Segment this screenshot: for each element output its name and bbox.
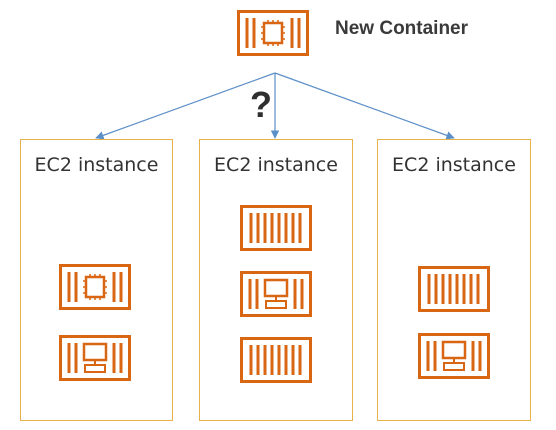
plain-container-icon [240, 205, 312, 251]
arrow-to-instance-1 [95, 72, 276, 140]
monitor-container-icon [59, 335, 131, 381]
monitor-container-icon [418, 333, 490, 379]
question-mark: ? [250, 84, 272, 125]
ec2-instance-label: EC2 instance [214, 154, 338, 176]
plain-container-icon [240, 337, 312, 383]
new-container-title: New Container [335, 18, 469, 39]
new-container-chip-icon [237, 10, 309, 56]
ec2-instance-label: EC2 instance [34, 154, 159, 176]
plain-container-icon [418, 266, 490, 312]
monitor-container-icon [240, 271, 312, 317]
arrow-to-instance-3 [274, 72, 455, 140]
ec2-instance-box-3: EC2 instance [377, 139, 531, 421]
ec2-instance-label: EC2 instance [392, 154, 516, 176]
chip-container-icon [59, 264, 131, 310]
ec2-instance-box-1: EC2 instance [20, 139, 173, 421]
